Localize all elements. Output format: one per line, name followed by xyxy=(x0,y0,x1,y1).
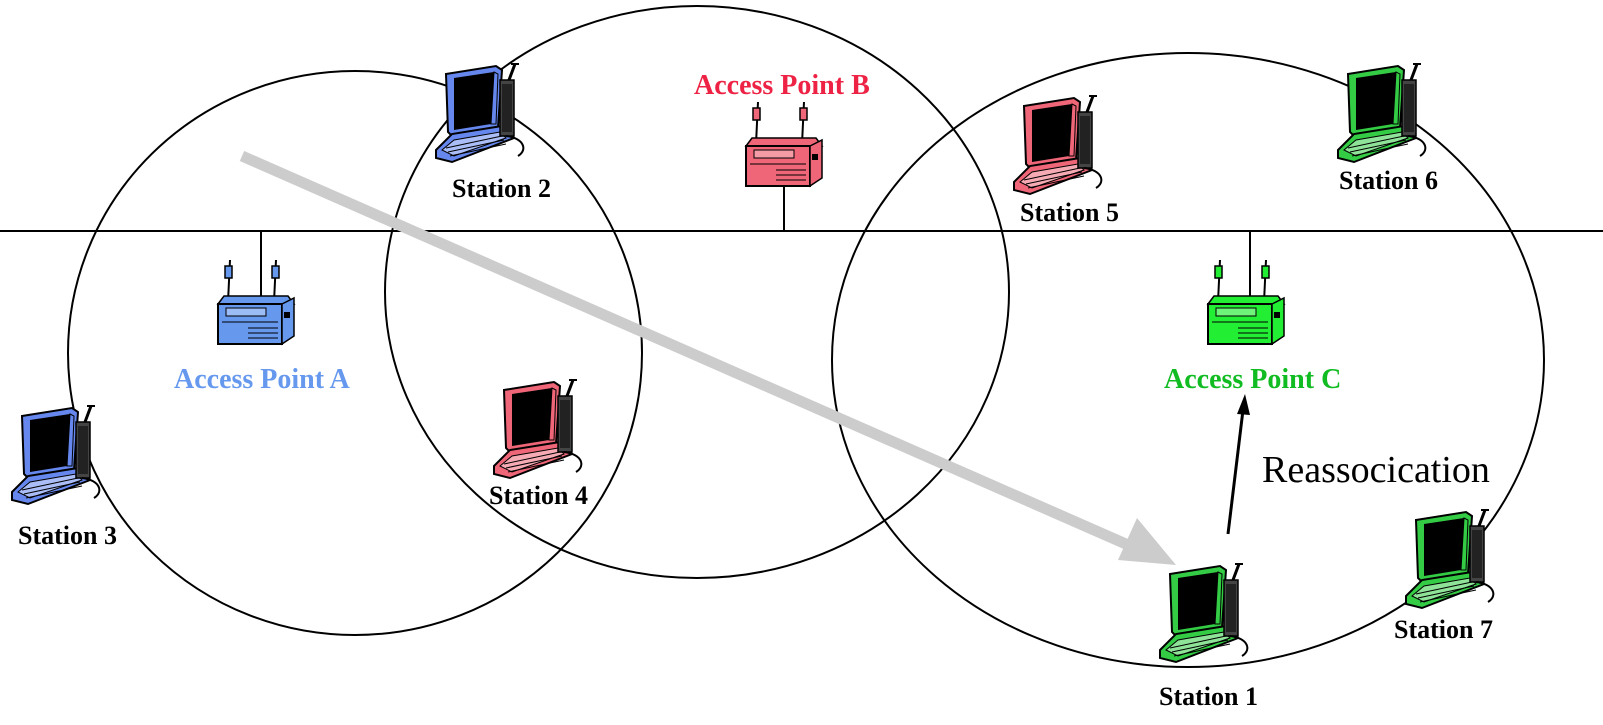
station-4-label: Station 4 xyxy=(489,481,588,510)
access-point-c-label: Access Point C xyxy=(1164,364,1342,395)
access-point-b-label: Access Point B xyxy=(694,70,870,101)
station-7-label: Station 7 xyxy=(1394,615,1493,644)
reassociation-label: Reassocication xyxy=(1262,449,1490,491)
station-1-label: Station 1 xyxy=(1159,682,1258,711)
router-icon xyxy=(1207,259,1285,345)
laptop-icon xyxy=(1158,562,1249,664)
laptop-icon xyxy=(1012,94,1103,196)
laptop-icon xyxy=(1404,508,1495,610)
router-icon xyxy=(745,101,823,187)
reassociation-arrow xyxy=(1226,394,1250,535)
coverage-cell-b xyxy=(384,5,1010,579)
laptop-icon xyxy=(492,378,583,480)
coverage-cell-c xyxy=(831,52,1545,668)
router-icon xyxy=(217,259,295,345)
laptop-icon xyxy=(10,404,101,506)
laptop-icon xyxy=(1336,62,1427,164)
station-2-label: Station 2 xyxy=(452,174,551,203)
access-point-a-label: Access Point A xyxy=(174,364,350,395)
station-5-label: Station 5 xyxy=(1020,198,1119,227)
roaming-path-arrow xyxy=(239,150,1176,565)
station-6-label: Station 6 xyxy=(1339,166,1438,195)
laptop-icon xyxy=(434,62,525,164)
station-3-label: Station 3 xyxy=(18,521,117,550)
coverage-cell-a xyxy=(67,70,643,636)
